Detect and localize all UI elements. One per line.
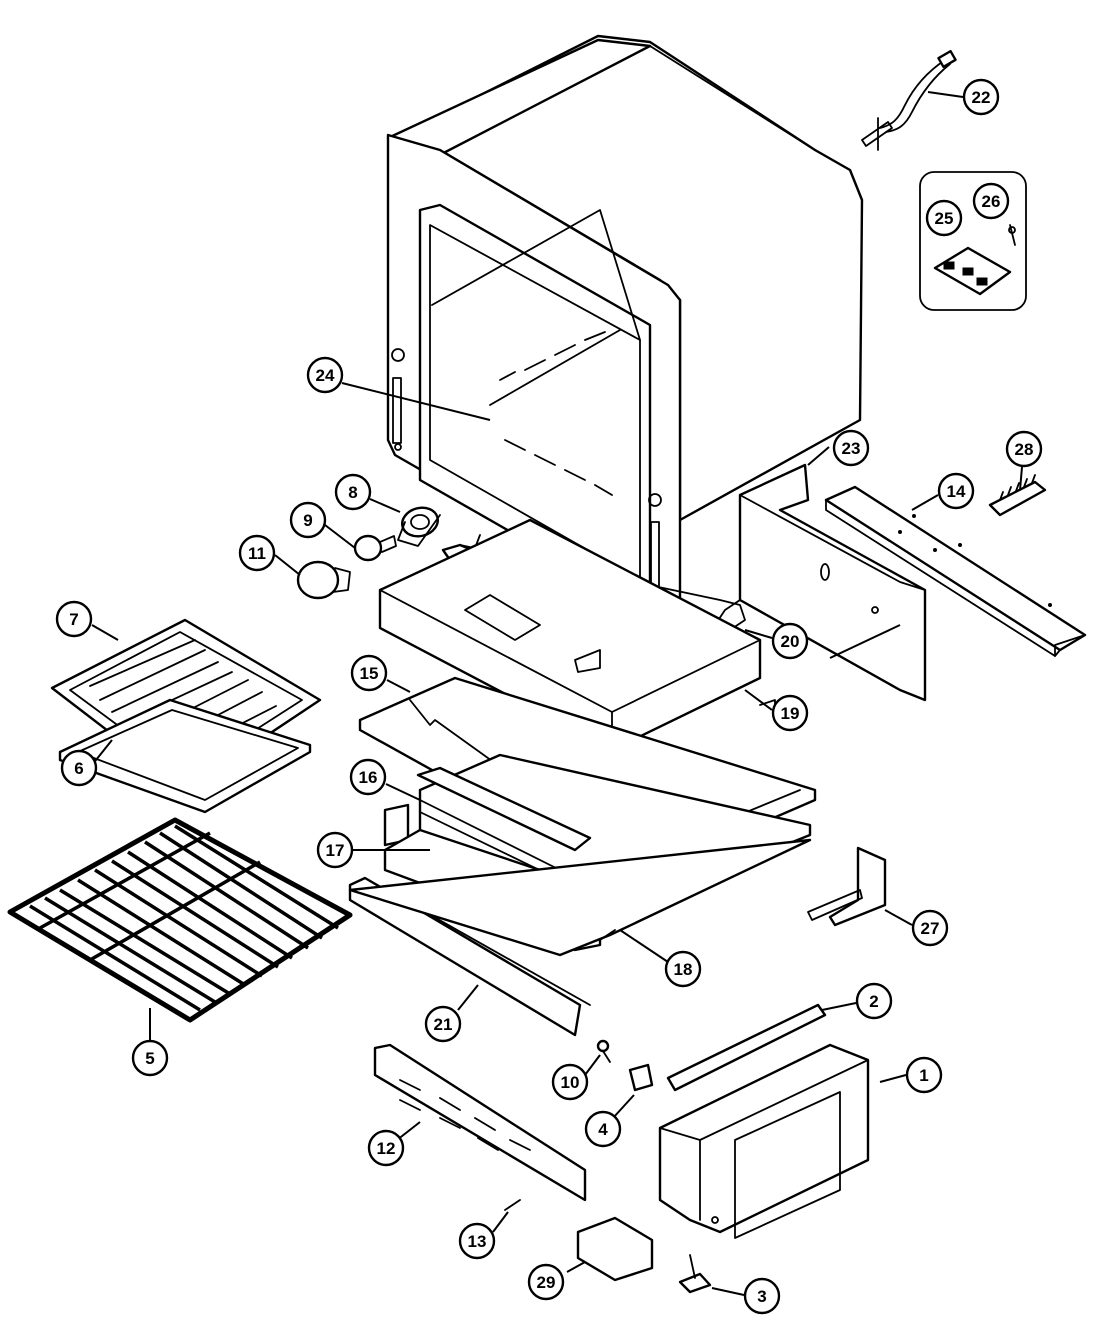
oven-rack bbox=[7, 817, 353, 1023]
callout-14: 14 bbox=[937, 472, 975, 510]
svg-text:26: 26 bbox=[982, 192, 1001, 211]
svg-text:18: 18 bbox=[674, 960, 693, 979]
svg-text:11: 11 bbox=[248, 544, 266, 563]
callout-23: 23 bbox=[832, 429, 870, 467]
callout-25: 25 bbox=[925, 199, 963, 237]
svg-text:6: 6 bbox=[74, 759, 83, 778]
callout-2: 2 bbox=[855, 982, 893, 1020]
callout-7: 7 bbox=[55, 600, 93, 638]
callout-8: 8 bbox=[334, 473, 372, 511]
svg-text:4: 4 bbox=[598, 1120, 608, 1139]
wire-harness-part bbox=[861, 49, 957, 151]
svg-text:17: 17 bbox=[326, 841, 345, 860]
svg-text:13: 13 bbox=[468, 1232, 487, 1251]
callout-11: 11 bbox=[238, 534, 276, 572]
drawer-rails bbox=[348, 838, 812, 1037]
callout-9: 9 bbox=[289, 501, 327, 539]
callout-21: 21 bbox=[424, 1005, 462, 1043]
callout-6: 6 bbox=[60, 749, 98, 787]
small-hardware bbox=[373, 1039, 712, 1294]
svg-text:28: 28 bbox=[1015, 440, 1034, 459]
svg-text:5: 5 bbox=[145, 1049, 154, 1068]
callout-17: 17 bbox=[316, 831, 354, 869]
callout-26: 26 bbox=[972, 182, 1010, 220]
callout-1: 1 bbox=[905, 1056, 943, 1094]
callout-18: 18 bbox=[664, 950, 702, 988]
svg-text:23: 23 bbox=[842, 439, 861, 458]
leader-lines bbox=[91, 91, 1023, 1296]
svg-text:19: 19 bbox=[781, 704, 800, 723]
svg-text:2: 2 bbox=[869, 992, 878, 1011]
svg-text:15: 15 bbox=[360, 664, 379, 683]
callout-10: 10 bbox=[551, 1063, 589, 1101]
callout-4: 4 bbox=[584, 1110, 622, 1148]
callout-24: 24 bbox=[306, 356, 344, 394]
svg-text:29: 29 bbox=[537, 1273, 556, 1292]
callout-20: 20 bbox=[771, 622, 809, 660]
callout-3: 3 bbox=[743, 1277, 781, 1315]
insulation-block bbox=[378, 518, 762, 752]
terminal-block-part bbox=[988, 474, 1047, 517]
oven-light-parts bbox=[296, 506, 441, 600]
callout-5: 5 bbox=[131, 1039, 169, 1077]
svg-text:10: 10 bbox=[561, 1073, 580, 1092]
callout-12: 12 bbox=[367, 1129, 405, 1167]
svg-text:7: 7 bbox=[69, 610, 78, 629]
svg-text:22: 22 bbox=[972, 88, 991, 107]
svg-text:8: 8 bbox=[348, 483, 357, 502]
svg-text:12: 12 bbox=[377, 1139, 396, 1158]
callout-29: 29 bbox=[527, 1263, 565, 1301]
svg-text:20: 20 bbox=[781, 632, 800, 651]
svg-text:27: 27 bbox=[921, 919, 940, 938]
callout-13: 13 bbox=[458, 1222, 496, 1260]
callout-22: 22 bbox=[962, 78, 1000, 116]
drawer-body bbox=[658, 1003, 870, 1239]
callout-19: 19 bbox=[771, 694, 809, 732]
side-panels bbox=[738, 463, 1087, 702]
callout-27: 27 bbox=[911, 909, 949, 947]
control-board-inset bbox=[919, 171, 1027, 311]
callout-28: 28 bbox=[1005, 430, 1043, 468]
svg-text:21: 21 bbox=[434, 1015, 453, 1034]
svg-text:16: 16 bbox=[359, 768, 378, 787]
svg-text:3: 3 bbox=[757, 1287, 766, 1306]
svg-text:14: 14 bbox=[947, 482, 966, 501]
svg-text:9: 9 bbox=[303, 511, 312, 530]
callout-15: 15 bbox=[350, 654, 388, 692]
svg-text:1: 1 bbox=[919, 1066, 928, 1085]
callout-16: 16 bbox=[349, 758, 387, 796]
svg-text:25: 25 bbox=[935, 209, 954, 228]
oven-cavity bbox=[386, 34, 864, 612]
broiler-pan bbox=[58, 698, 312, 814]
bracket-part bbox=[807, 846, 887, 927]
svg-text:24: 24 bbox=[316, 366, 335, 385]
